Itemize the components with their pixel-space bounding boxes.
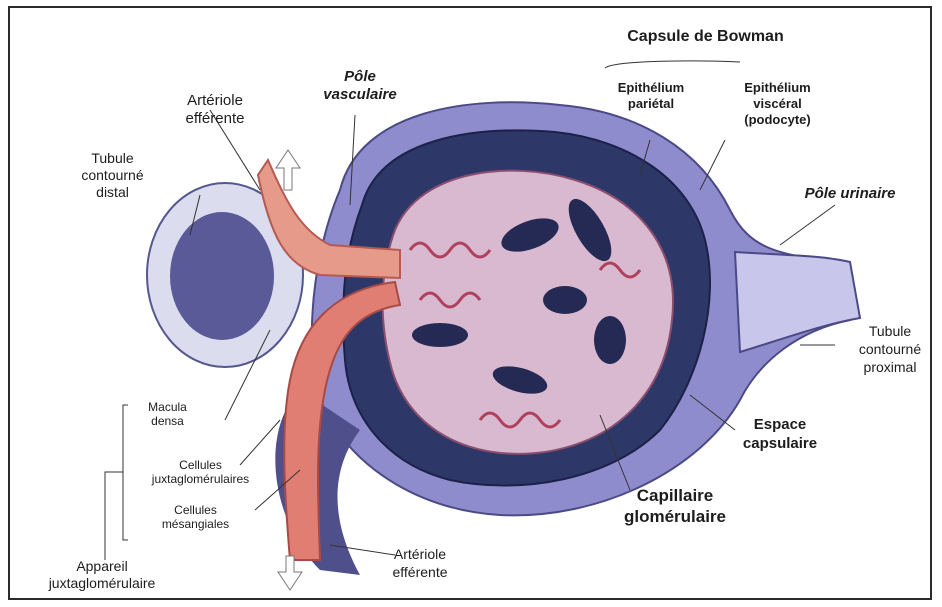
- tubule-distal-line2: contourné: [65, 167, 160, 184]
- flow-arrow-in: [278, 556, 302, 590]
- cellules-juxta-label: Cellules juxtaglomérulaires: [128, 458, 273, 486]
- pole-vasculaire-line2: vasculaire: [310, 86, 410, 104]
- capillaire-glomerulaire-label: Capillaire glomérulaire: [595, 485, 755, 527]
- macula-densa-line2: densa: [130, 414, 205, 428]
- tubule-proximal-line2: contourné: [845, 340, 935, 358]
- cellules-mesangiales-label: Cellules mésangiales: [138, 503, 253, 531]
- epithelium-parietal-label: Epithélium pariétal: [596, 80, 706, 112]
- epithelium-visceral-line2: viscéral: [715, 96, 840, 112]
- pole-vasculaire-label: Pôle vasculaire: [310, 68, 410, 104]
- cellules-juxta-line1: Cellules: [128, 458, 273, 472]
- capsule-bowman-label: Capsule de Bowman: [598, 28, 813, 46]
- epithelium-parietal-line2: pariétal: [596, 96, 706, 112]
- epithelium-visceral-line3: (podocyte): [715, 112, 840, 128]
- pole-urinaire-label: Pôle urinaire: [785, 185, 915, 203]
- arteriole-efferente-top-line1: Artériole: [165, 92, 265, 110]
- macula-densa-line1: Macula: [130, 400, 205, 414]
- cellules-juxta-line2: juxtaglomérulaires: [128, 472, 273, 486]
- tubule-distal-line1: Tubule: [65, 150, 160, 167]
- arteriole-efferente-bottom-line2: efférente: [370, 563, 470, 581]
- epithelium-visceral-line1: Epithélium: [715, 80, 840, 96]
- appareil-juxta-line2: juxtaglomérulaire: [22, 575, 182, 592]
- epithelium-visceral-label: Epithélium viscéral (podocyte): [715, 80, 840, 128]
- appareil-juxta-label: Appareil juxtaglomérulaire: [22, 558, 182, 592]
- cellules-mesangiales-line1: Cellules: [138, 503, 253, 517]
- capillary-lumen: [412, 323, 468, 347]
- capillaire-glomerulaire-line1: Capillaire: [595, 485, 755, 506]
- pole-vasculaire-line1: Pôle: [310, 68, 410, 86]
- capillary-lumen: [543, 286, 587, 314]
- capillary-lumen: [594, 316, 626, 364]
- espace-capsulaire-line2: capsulaire: [720, 434, 840, 453]
- arteriole-efferente-bottom-label: Artériole efférente: [370, 545, 470, 581]
- tubule-proximal-line1: Tubule: [845, 322, 935, 340]
- espace-capsulaire-label: Espace capsulaire: [720, 415, 840, 453]
- tubule-distal-label: Tubule contourné distal: [65, 150, 160, 201]
- arteriole-efferente-top-line2: efférente: [165, 110, 265, 128]
- espace-capsulaire-line1: Espace: [720, 415, 840, 434]
- arteriole-efferente-top-label: Artériole efférente: [165, 92, 265, 128]
- cellules-mesangiales-line2: mésangiales: [138, 517, 253, 531]
- tubule-distal-line3: distal: [65, 184, 160, 201]
- tubule-proximal-label: Tubule contourné proximal: [845, 322, 935, 376]
- tubule-proximal-line3: proximal: [845, 358, 935, 376]
- macula-densa-label: Macula densa: [130, 400, 205, 428]
- glomerular-tuft: [383, 171, 673, 454]
- distal-tubule-lumen: [170, 212, 274, 340]
- capillaire-glomerulaire-line2: glomérulaire: [595, 506, 755, 527]
- appareil-juxta-line1: Appareil: [22, 558, 182, 575]
- epithelium-parietal-line1: Epithélium: [596, 80, 706, 96]
- arteriole-efferente-bottom-line1: Artériole: [370, 545, 470, 563]
